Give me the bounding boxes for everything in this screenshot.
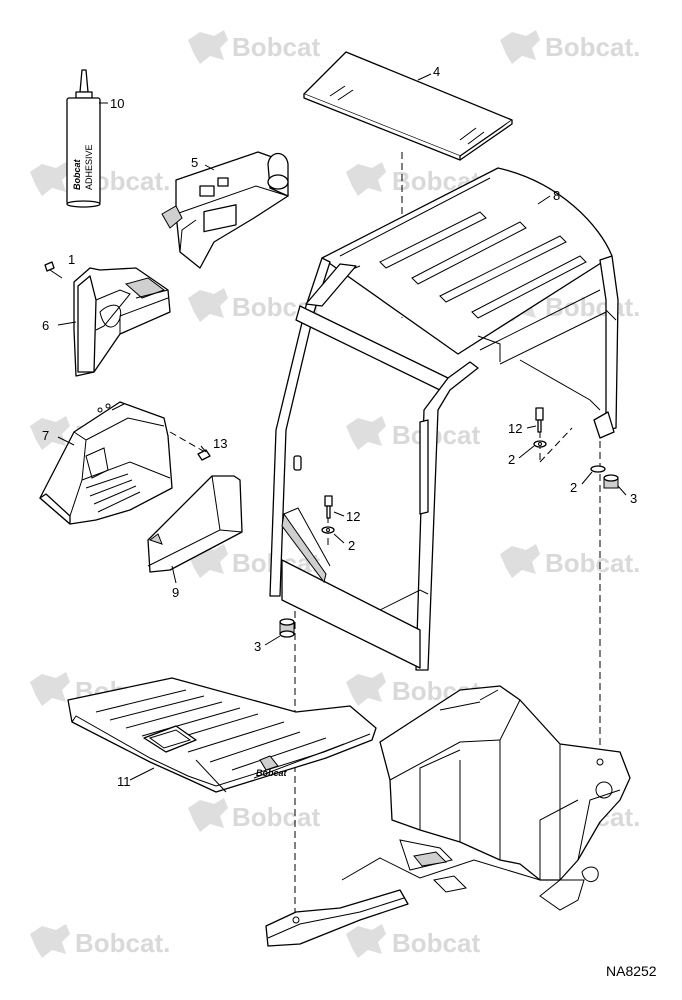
callout-2-right-b: 2 xyxy=(570,480,577,495)
watermark-text: Bobcat. xyxy=(545,548,640,578)
side-console xyxy=(73,267,171,377)
watermark-text: Bobcat xyxy=(232,32,320,62)
callout-12-left: 12 xyxy=(346,509,360,524)
callout-13: 13 xyxy=(213,436,227,451)
leader-lines xyxy=(57,73,627,781)
floor-mat: Bobcat xyxy=(67,677,377,793)
callout-3-left: 3 xyxy=(254,639,261,654)
fastener-13 xyxy=(197,449,211,461)
callout-1: 1 xyxy=(68,252,75,267)
callout-2-right-a: 2 xyxy=(508,452,515,467)
callout-9: 9 xyxy=(172,585,179,600)
callout-3-right: 3 xyxy=(630,491,637,506)
callout-7: 7 xyxy=(42,428,49,443)
watermark-text: Bobcat. xyxy=(75,928,170,958)
watermark-text: Bobcat xyxy=(392,928,480,958)
glass-panel xyxy=(303,51,513,161)
adhesive-label: ADHESIVE xyxy=(84,144,94,190)
callout-12-right: 12 xyxy=(508,421,522,436)
callout-2-left: 2 xyxy=(348,538,355,553)
isolator-left xyxy=(279,618,295,638)
callout-6: 6 xyxy=(42,318,49,333)
instrument-panel xyxy=(161,151,289,269)
callout-5: 5 xyxy=(191,155,198,170)
callout-4: 4 xyxy=(433,64,440,79)
watermark-text: Bobcat xyxy=(232,802,320,832)
watermark-text: Bobcat. xyxy=(545,32,640,62)
callouts: 10 4 5 8 1 6 7 13 12 2 2 3 12 2 9 3 11 xyxy=(42,64,637,789)
side-panel xyxy=(147,475,243,573)
callout-10: 10 xyxy=(110,96,124,111)
figure-reference: NA8252 xyxy=(606,963,657,979)
canopy-frame xyxy=(269,167,619,671)
seat-base-pod xyxy=(39,401,173,525)
hardware-right xyxy=(533,407,619,489)
floor-mat-logo: Bobcat xyxy=(256,768,288,778)
watermark-text: Bobcat. xyxy=(545,292,640,322)
adhesive-brand-label: Bobcat xyxy=(72,158,82,190)
callout-8: 8 xyxy=(553,188,560,203)
screw xyxy=(44,261,63,279)
chassis-frame xyxy=(265,685,631,947)
callout-11: 11 xyxy=(117,774,131,789)
adhesive-tube: Bobcat ADHESIVE xyxy=(66,69,101,208)
hardware-left xyxy=(321,495,335,534)
